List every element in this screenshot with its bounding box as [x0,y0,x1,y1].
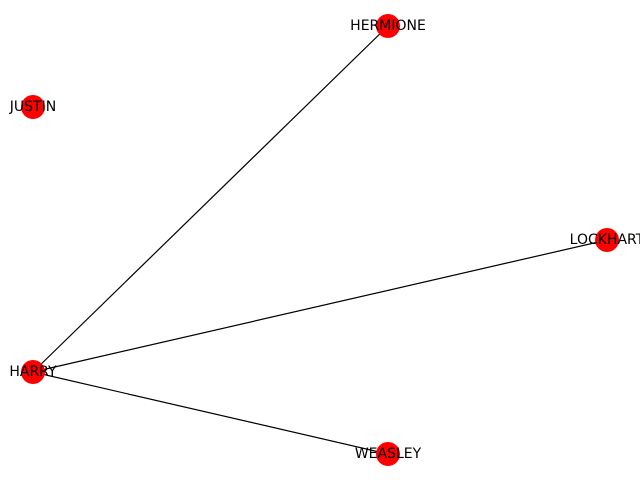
node-label-weasley: WEASLEY [355,446,422,462]
edge-harry-weasley [32,371,389,455]
node-label-hermione: HERMIONE [350,18,426,34]
node-label-lockhart: LOCKHART [570,232,640,248]
node-justin [21,95,45,119]
labels-layer: HERMIONE JUSTIN LOCKHART HARRY WEASLEY [9,18,640,462]
node-harry [21,360,45,384]
edge-harry-hermione [32,25,389,373]
edges-layer [32,25,608,455]
node-lockhart [595,228,619,252]
nodes-layer [21,14,619,466]
edge-harry-lockhart [32,239,608,373]
node-label-harry: HARRY [9,364,57,380]
node-weasley [376,442,400,466]
node-hermione [376,14,400,38]
node-label-justin: JUSTIN [9,99,56,115]
